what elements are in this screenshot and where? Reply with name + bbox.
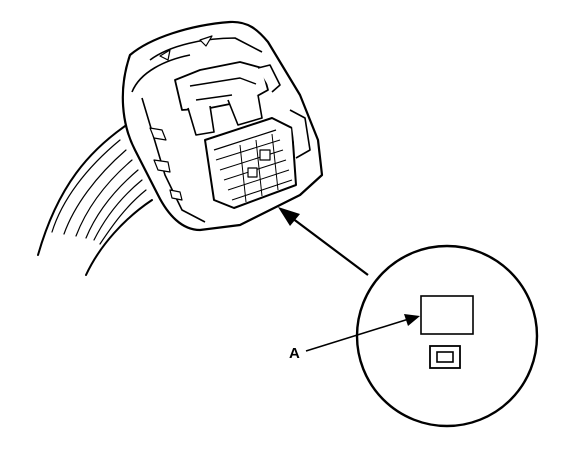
label-area-a bbox=[420, 295, 474, 335]
pointer-arrow bbox=[278, 207, 369, 276]
magnified-view bbox=[355, 244, 539, 428]
connector-housing bbox=[121, 20, 324, 232]
callout-a-leader bbox=[305, 314, 420, 352]
wire-harness bbox=[37, 123, 153, 276]
callout-a-label: A bbox=[289, 345, 300, 362]
